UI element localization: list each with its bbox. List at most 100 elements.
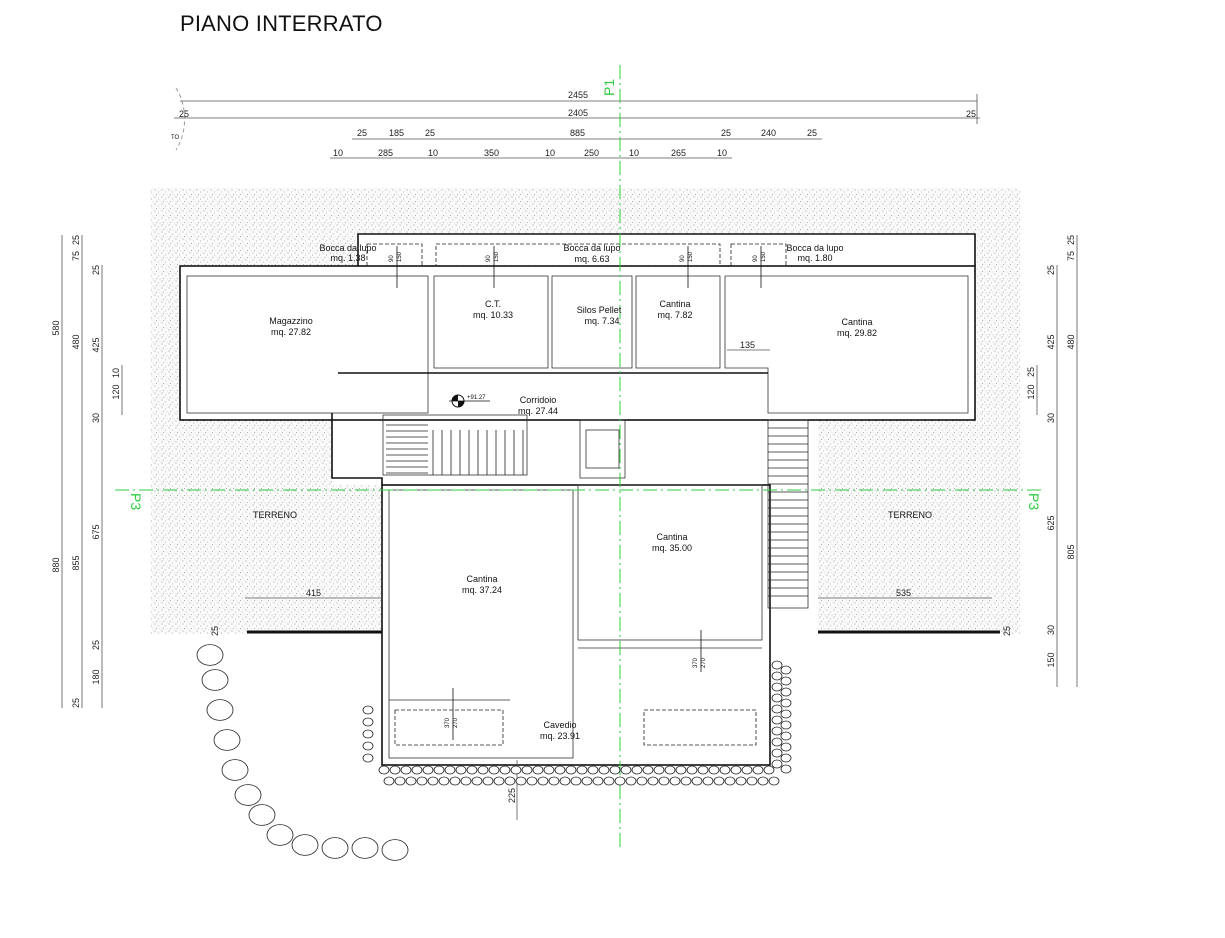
dimension-label: 90 bbox=[486, 255, 492, 262]
dim: 425 bbox=[1046, 334, 1056, 349]
stone bbox=[234, 784, 262, 806]
stone bbox=[642, 765, 654, 775]
stone bbox=[598, 765, 610, 775]
room-name: C.T. bbox=[485, 299, 501, 309]
stone bbox=[771, 715, 783, 725]
stone bbox=[493, 776, 505, 786]
stone bbox=[708, 765, 720, 775]
drawing-title: PIANO INTERRATO bbox=[180, 11, 383, 36]
dim: 265 bbox=[671, 148, 686, 158]
stone bbox=[248, 804, 276, 826]
dimension-label: 150 bbox=[494, 251, 500, 262]
stone bbox=[771, 726, 783, 736]
stone bbox=[771, 693, 783, 703]
stone bbox=[206, 699, 234, 721]
stone bbox=[653, 765, 665, 775]
stone bbox=[719, 765, 731, 775]
stone bbox=[746, 776, 758, 786]
stone bbox=[771, 671, 783, 681]
room-area: mq. 27.44 bbox=[518, 406, 558, 416]
dimension-label: 90 bbox=[680, 255, 686, 262]
dimension-label: 150 bbox=[397, 251, 403, 262]
dim: 25 bbox=[966, 109, 976, 119]
stone bbox=[221, 759, 249, 781]
dim-total: 2455 bbox=[568, 90, 588, 100]
stone bbox=[196, 644, 224, 666]
stone bbox=[378, 765, 390, 775]
stone bbox=[521, 765, 533, 775]
dim: 25 bbox=[425, 128, 435, 138]
room-name: Cantina bbox=[841, 317, 872, 327]
stone bbox=[201, 669, 229, 691]
window-wells bbox=[366, 243, 787, 746]
stone bbox=[780, 709, 792, 719]
stone bbox=[713, 776, 725, 786]
dimension-label: 270 bbox=[453, 717, 459, 728]
dim: 10 bbox=[629, 148, 639, 158]
dim: 580 bbox=[51, 320, 61, 335]
room-name: Bocca da lupo bbox=[563, 243, 620, 253]
cobblestones bbox=[196, 644, 792, 861]
stone bbox=[780, 753, 792, 763]
stone bbox=[697, 765, 709, 775]
room-area: mq. 27.82 bbox=[271, 327, 311, 337]
dimension-label: 225 bbox=[507, 788, 517, 803]
stone bbox=[741, 765, 753, 775]
section-lines: P1 P3 P3 bbox=[115, 65, 1045, 850]
stone bbox=[427, 776, 439, 786]
dim: 10 bbox=[428, 148, 438, 158]
stone bbox=[763, 765, 775, 775]
stone bbox=[362, 717, 374, 727]
dim: 25 bbox=[1026, 367, 1036, 377]
stone bbox=[515, 776, 527, 786]
stone bbox=[433, 765, 445, 775]
dimension-label: 535 bbox=[896, 588, 911, 598]
terrain-label-left: TERRENO bbox=[253, 510, 297, 520]
stone bbox=[389, 765, 401, 775]
staircase bbox=[386, 424, 808, 597]
stone bbox=[362, 729, 374, 739]
room-area: mq. 7.82 bbox=[657, 310, 692, 320]
stone bbox=[780, 687, 792, 697]
stone bbox=[614, 776, 626, 786]
stone bbox=[724, 776, 736, 786]
dimension-label: 135 bbox=[740, 340, 755, 350]
room-area: mq. 23.91 bbox=[540, 731, 580, 741]
dim: 185 bbox=[389, 128, 404, 138]
dim: 25 bbox=[91, 640, 101, 650]
stone bbox=[780, 764, 792, 774]
dim: 480 bbox=[1066, 334, 1076, 349]
stone bbox=[675, 765, 687, 775]
room-name: Bocca da lupo bbox=[319, 243, 376, 253]
dimension-label: 270 bbox=[701, 657, 707, 668]
stone bbox=[680, 776, 692, 786]
window-markers: 90 150 90 150 90 150 90 150 370 270 370 … bbox=[389, 246, 767, 740]
dim: 25 bbox=[71, 235, 81, 245]
stone bbox=[576, 765, 588, 775]
dim: 425 bbox=[91, 337, 101, 352]
section-mark-p3-left: P3 bbox=[128, 493, 144, 510]
stone bbox=[625, 776, 637, 786]
stone bbox=[780, 676, 792, 686]
stone bbox=[554, 765, 566, 775]
room-area: mq. 6.63 bbox=[574, 254, 609, 264]
stone bbox=[581, 776, 593, 786]
stone bbox=[771, 704, 783, 714]
dim: 350 bbox=[484, 148, 499, 158]
stone bbox=[559, 776, 571, 786]
stone bbox=[460, 776, 472, 786]
stone bbox=[466, 765, 478, 775]
dim: 25 bbox=[807, 128, 817, 138]
stone bbox=[631, 765, 643, 775]
dim: 10 bbox=[545, 148, 555, 158]
stone bbox=[702, 776, 714, 786]
room-name: Cantina bbox=[466, 574, 497, 584]
stone bbox=[570, 776, 582, 786]
dim: 25 bbox=[721, 128, 731, 138]
dim: 625 bbox=[1046, 515, 1056, 530]
stone bbox=[444, 765, 456, 775]
right-dimensions: 25 425 30 625 30 150 25 75 480 805 25 12… bbox=[1026, 235, 1078, 687]
dim: 30 bbox=[91, 413, 101, 423]
misc-dimensions: 135 415 535 225 25 25 bbox=[210, 340, 1012, 820]
dimension-label: 25 bbox=[1002, 626, 1012, 636]
